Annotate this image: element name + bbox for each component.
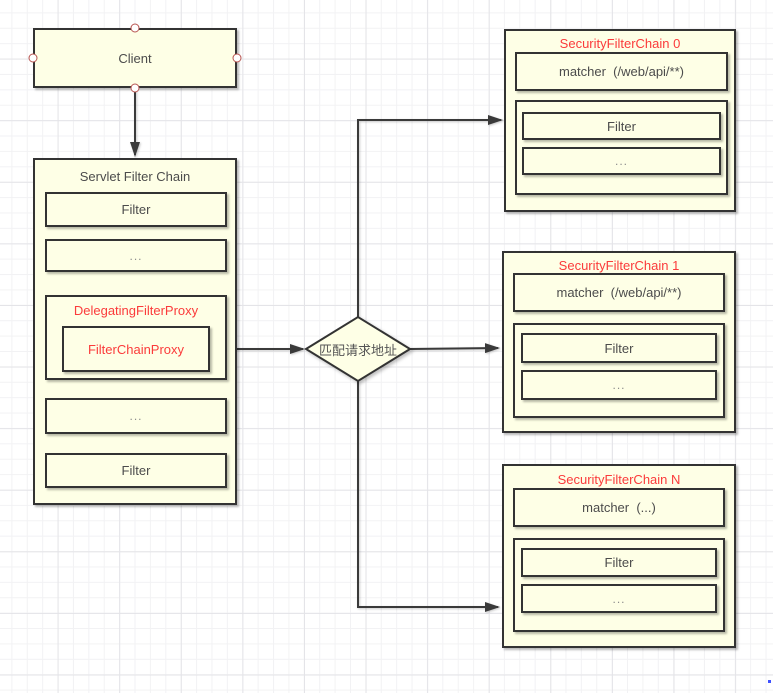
matcher-label: matcher (...) <box>582 500 656 515</box>
filter-list-box[interactable]: Filter ... <box>513 323 725 418</box>
filter-list-box[interactable]: Filter ... <box>513 538 725 632</box>
anchor-point-left[interactable] <box>28 53 38 63</box>
client-box[interactable]: Client <box>33 28 237 88</box>
matcher-box[interactable]: matcher (...) <box>513 488 725 527</box>
filter-label: Filter <box>121 202 151 217</box>
security-filter-chain-1-title: SecurityFilterChain 1 <box>558 258 680 273</box>
chain-filter-box[interactable]: Filter <box>521 548 717 577</box>
security-filter-chain-n-title: SecurityFilterChain N <box>557 472 681 487</box>
filter-label: Filter <box>604 340 634 356</box>
connector-decision-to-chainN[interactable] <box>357 381 500 612</box>
stray-pixel-marker <box>768 680 771 683</box>
decision-diamond[interactable] <box>304 315 412 383</box>
client-label: Client <box>118 50 152 66</box>
chain-ellipsis-box[interactable]: ... <box>521 584 717 613</box>
servlet-ellipsis-top-box[interactable]: ... <box>45 239 227 272</box>
security-filter-chain-0-title: SecurityFilterChain 0 <box>559 36 681 51</box>
matcher-box[interactable]: matcher (/web/api/**) <box>513 273 725 312</box>
matcher-box[interactable]: matcher (/web/api/**) <box>515 52 728 91</box>
filter-label: Filter <box>121 463 151 478</box>
ellipsis-label: ... <box>612 591 626 606</box>
filter-label: Filter <box>604 555 634 570</box>
chain-filter-box[interactable]: Filter <box>521 333 717 363</box>
matcher-label: matcher (/web/api/**) <box>559 64 684 79</box>
ellipsis-label: ... <box>614 154 628 168</box>
connector-decision-to-chain0[interactable] <box>357 115 503 317</box>
connector-decision-to-chain1[interactable] <box>409 343 500 354</box>
anchor-point-top[interactable] <box>130 23 140 33</box>
delegating-filter-proxy-title: DelegatingFilterProxy <box>73 303 199 318</box>
ellipsis-label: ... <box>129 248 143 263</box>
servlet-filter-chain-box[interactable]: Servlet Filter Chain Filter ... Delegati… <box>33 158 237 505</box>
filter-chain-proxy-label: FilterChainProxy <box>87 341 185 357</box>
servlet-ellipsis-bottom-box[interactable]: ... <box>45 398 227 434</box>
ellipsis-label: ... <box>612 378 626 392</box>
chain-ellipsis-box[interactable]: ... <box>521 370 717 400</box>
filter-label: Filter <box>607 118 636 134</box>
delegating-filter-proxy-box[interactable]: DelegatingFilterProxy FilterChainProxy <box>45 295 227 380</box>
security-filter-chain-1-box[interactable]: SecurityFilterChain 1 matcher (/web/api/… <box>502 251 736 433</box>
matcher-label: matcher (/web/api/**) <box>556 285 682 300</box>
servlet-filter-top-box[interactable]: Filter <box>45 192 227 227</box>
filter-list-box[interactable]: Filter ... <box>515 100 728 195</box>
anchor-point-right[interactable] <box>232 53 242 63</box>
security-filter-chain-n-box[interactable]: SecurityFilterChain N matcher (...) Filt… <box>502 464 736 648</box>
filter-chain-proxy-box[interactable]: FilterChainProxy <box>62 326 210 372</box>
servlet-filter-chain-title: Servlet Filter Chain <box>79 169 191 184</box>
servlet-filter-bottom-box[interactable]: Filter <box>45 453 227 488</box>
ellipsis-label: ... <box>129 409 143 423</box>
security-filter-chain-0-box[interactable]: SecurityFilterChain 0 matcher (/web/api/… <box>504 29 736 212</box>
chain-ellipsis-box[interactable]: ... <box>522 147 721 175</box>
decision-label: 匹配请求地址 <box>318 342 397 358</box>
chain-filter-box[interactable]: Filter <box>522 112 721 140</box>
anchor-point-bottom[interactable] <box>130 83 140 93</box>
